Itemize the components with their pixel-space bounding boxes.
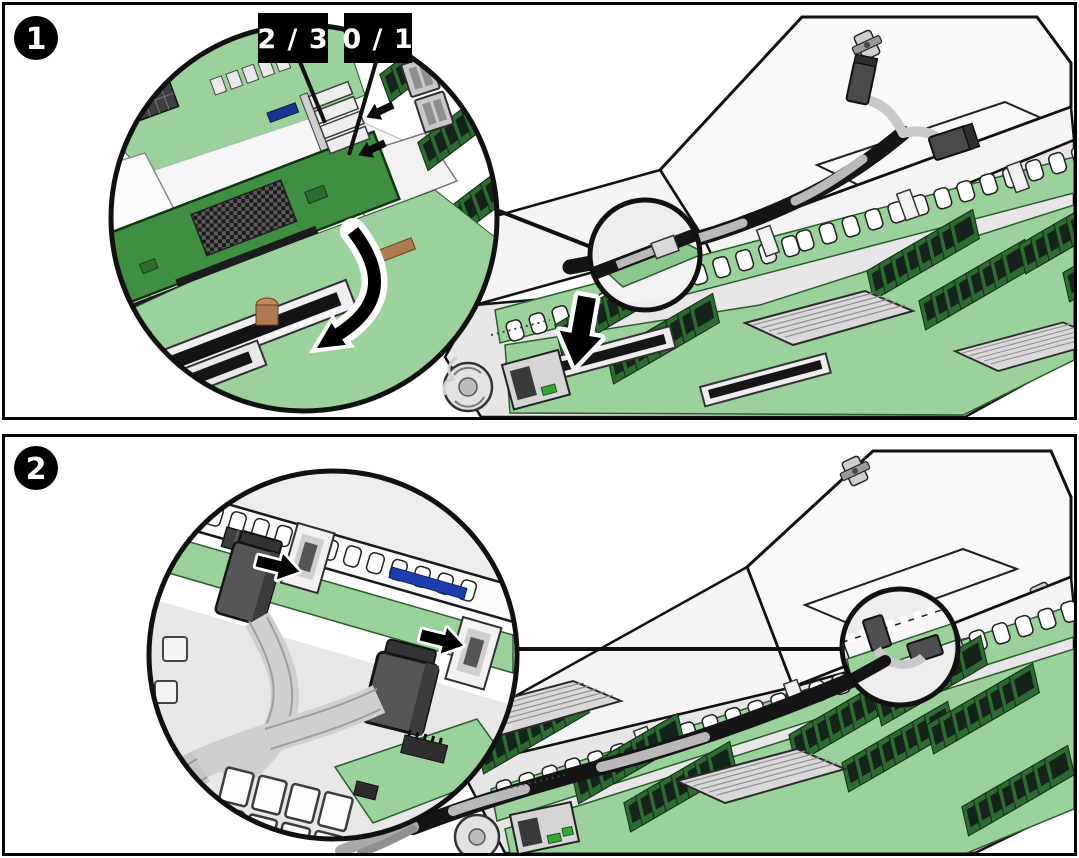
cable-sleeve (790, 154, 868, 206)
cable-connector (845, 53, 879, 106)
target-callout (839, 586, 961, 708)
server-chassis (433, 15, 1074, 417)
cable-ribbon-tail (357, 825, 417, 853)
psu-wires (442, 355, 458, 396)
chassis-front-components (453, 774, 581, 853)
lid-area (149, 471, 517, 587)
magnifier-ring (146, 468, 520, 842)
port-label-0-1: 0 / 1 (342, 13, 413, 156)
step-2-badge: 2 (14, 446, 58, 490)
standoff-clip (154, 680, 178, 704)
cable-connector-mini (906, 634, 944, 664)
cable-connector (928, 122, 981, 161)
front-hatch-marks (504, 774, 566, 790)
blue-slot (388, 566, 468, 600)
label-box (258, 13, 328, 63)
comb-connector (400, 729, 449, 764)
board-clip (353, 780, 379, 801)
power-supply (500, 348, 572, 411)
target-circle (587, 197, 703, 313)
front-hatch-marks (490, 319, 551, 336)
step-panel-1: 2 / 3 0 / 1 1 (2, 2, 1077, 420)
sas-cable (335, 667, 871, 853)
cable-sleeve (596, 732, 710, 772)
lid-label-window (802, 547, 1020, 629)
label-pointer-line (347, 61, 378, 156)
cable-sleeve (448, 784, 530, 816)
callout-leader-line (498, 209, 592, 249)
panel-2-illustration: 2 (14, 446, 1074, 853)
label-pointer-line (298, 61, 327, 124)
target-callout (587, 197, 703, 313)
server-chassis (335, 449, 1074, 853)
step-panel-2: 2 (2, 434, 1077, 856)
ribbon-loop (873, 646, 927, 669)
step-2-number: 2 (26, 452, 47, 487)
ribbon-cable (178, 685, 386, 785)
chassis-front-components (442, 319, 572, 413)
blue-connector (266, 102, 300, 124)
magnifier-callout (146, 468, 520, 842)
step-1-badge: 1 (14, 16, 58, 60)
ribbon-cable (149, 752, 210, 839)
port-label-0-1-text: 0 / 1 (342, 24, 413, 55)
card-edge-connector (175, 225, 319, 288)
standoff-clip (162, 636, 188, 662)
step-1-number: 1 (26, 22, 47, 57)
rotate-down-arrow (308, 218, 388, 354)
cable-connector-mini (862, 614, 892, 652)
power-supply (508, 800, 581, 853)
port-label-2-3: 2 / 3 (257, 13, 328, 124)
port-label-2-3-text: 2 / 3 (257, 24, 328, 55)
pcie-slot (698, 352, 832, 408)
panel-1-illustration: 2 / 3 0 / 1 1 (14, 13, 1074, 417)
card-heatsink (190, 179, 298, 257)
label-box (344, 13, 412, 63)
